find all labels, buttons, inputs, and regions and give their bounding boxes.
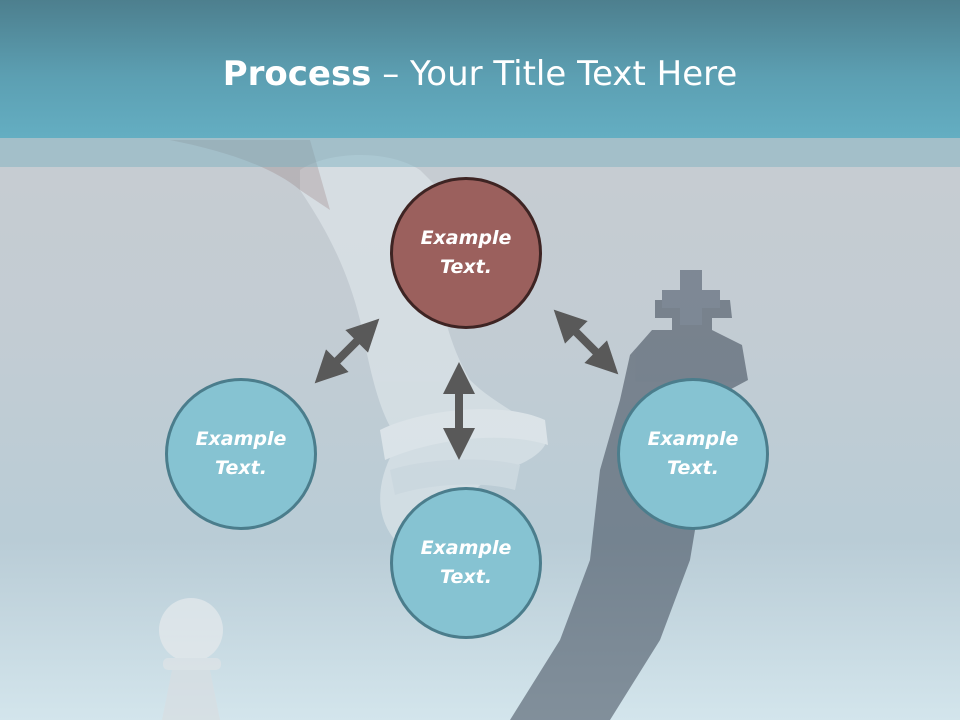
title-accent-band — [0, 138, 960, 167]
process-node-left[interactable]: Example Text. — [165, 378, 317, 530]
node-label: Example Text. — [420, 227, 512, 278]
chess-pawn-icon — [159, 598, 223, 720]
title-bar — [0, 0, 960, 138]
title-rest: – Your Title Text Here — [371, 54, 738, 94]
title-bold: Process — [222, 54, 372, 94]
node-label: Example Text. — [420, 537, 512, 588]
node-label: Example Text. — [647, 428, 739, 479]
node-label: Example Text. — [195, 428, 287, 479]
hand-shadow-icon — [170, 140, 330, 210]
double-arrow-icon — [553, 309, 619, 375]
page-title: Process – Your Title Text Here — [0, 52, 960, 96]
process-node-bottom[interactable]: Example Text. — [390, 487, 542, 639]
process-node-top[interactable]: Example Text. — [390, 177, 542, 329]
process-node-right[interactable]: Example Text. — [617, 378, 769, 530]
double-arrow-icon — [314, 318, 380, 384]
